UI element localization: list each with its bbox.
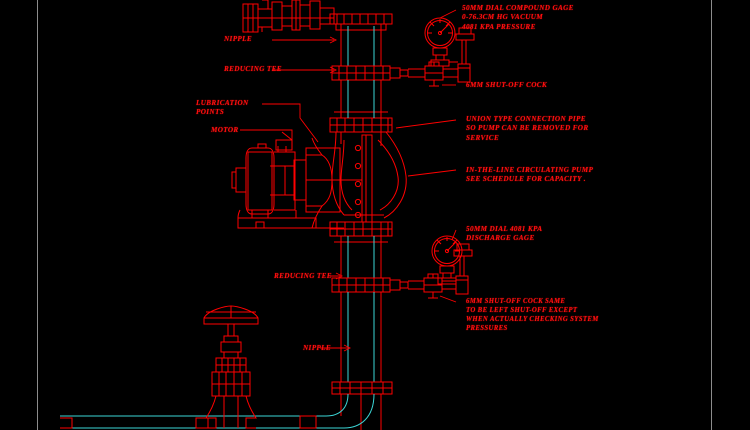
pump-adapter-bracket xyxy=(270,137,362,229)
pump-bolt-flange xyxy=(354,134,373,223)
pipe-elbow-bottom xyxy=(340,394,382,430)
reducing-tee-lower xyxy=(331,277,409,293)
reducing-tee-upper xyxy=(331,65,409,81)
riser-bottom-flange xyxy=(331,381,393,395)
upper-gage-branch-piping xyxy=(408,27,475,87)
annotation-nipple-top: NIPPLE xyxy=(224,35,253,43)
left-gutter-rule xyxy=(37,0,38,430)
right-gutter-rule xyxy=(711,0,712,430)
annotation-union-connection: UNION TYPE CONNECTION PIPE SO PUMP CAN B… xyxy=(466,115,589,142)
header-pipe-supports xyxy=(60,415,317,429)
pipe-elbow-inner xyxy=(60,393,375,429)
riser-bottom-segment xyxy=(340,292,382,382)
annotation-circulating-pump: IN-THE-LINE CIRCULATING PUMP SEE SCHEDUL… xyxy=(466,166,594,184)
riser-mid-segment xyxy=(334,80,388,118)
annotation-reducing-tee-top: REDUCING TEE xyxy=(224,65,282,73)
pump-lower-union-flange xyxy=(329,221,393,237)
pressure-gage-top xyxy=(424,17,458,67)
annotation-shutoff-cock-top: 6MM SHUT-OFF COCK xyxy=(466,81,548,89)
riser-mid-inner-wall xyxy=(347,80,375,118)
pump-volute-casing xyxy=(331,131,407,219)
top-union-flange xyxy=(329,13,393,25)
pump-base-support xyxy=(237,209,317,229)
riser-lower-segment xyxy=(334,236,388,278)
riser-upper-segment xyxy=(335,24,387,66)
pressure-gage-bottom xyxy=(431,235,464,285)
electric-motor xyxy=(231,131,296,215)
riser-bottom-inner-wall xyxy=(347,292,375,382)
annotation-lubrication-points: LUBRICATION POINTS xyxy=(196,99,249,117)
annotation-shutoff-cock-bottom: 6MM SHUT-OFF COCK SAME TO BE LEFT SHUT-O… xyxy=(466,298,599,332)
riser-upper-inner-wall xyxy=(347,26,375,66)
top-left-fitting xyxy=(242,0,335,33)
annotation-discharge-gage: 50MM DIAL 4081 KPA DISCHARGE GAGE xyxy=(466,225,543,243)
leader-lines xyxy=(240,9,457,352)
annotation-nipple-bottom: NIPPLE xyxy=(303,344,332,352)
annotation-reducing-tee-bottom: REDUCING TEE xyxy=(274,272,332,280)
annotation-motor: MOTOR xyxy=(211,126,239,134)
gate-valve-bottom-left xyxy=(203,305,259,429)
annotation-compound-gage: 50MM DIAL COMPOUND GAGE 0-76.3CM HG VACU… xyxy=(462,4,574,31)
riser-lower-inner-wall xyxy=(347,236,375,278)
pump-upper-union-flange xyxy=(329,117,393,133)
